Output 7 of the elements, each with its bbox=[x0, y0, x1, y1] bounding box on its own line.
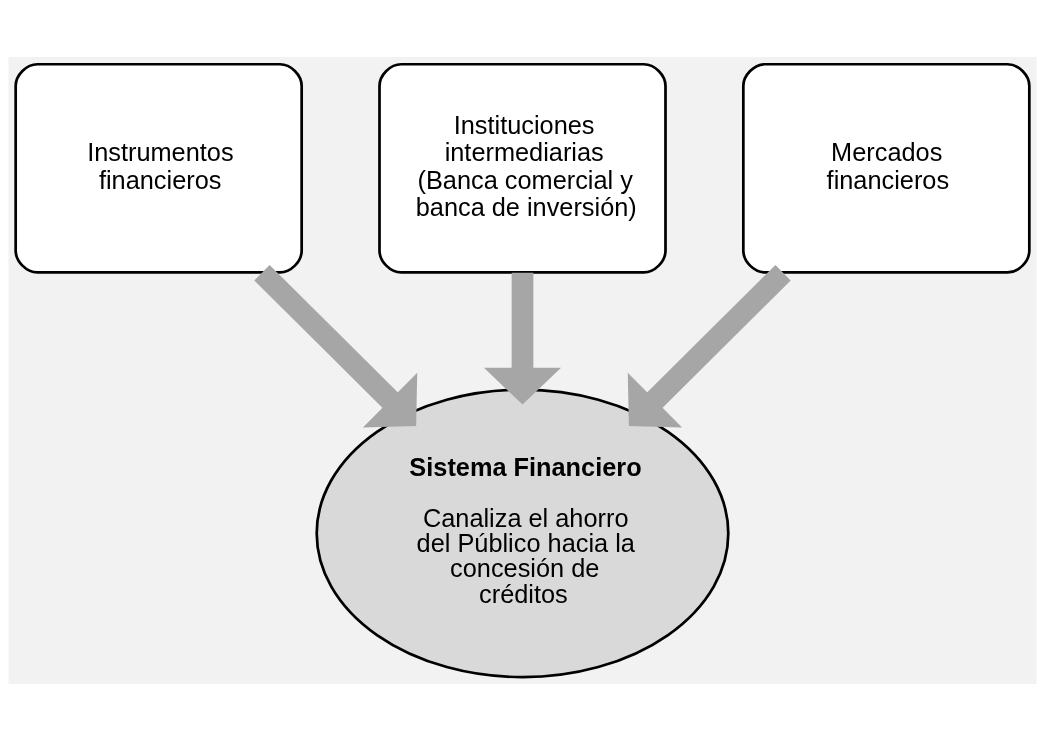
arrow bbox=[627, 264, 791, 427]
node-box: Instituciones intermediarias (Banca comercial y banca de inversión) bbox=[378, 62, 667, 274]
node-ellipse: Sistema Financiero Canaliza el ahorro del Público hacia la concesión de créditos bbox=[315, 387, 730, 678]
arrow bbox=[254, 264, 418, 427]
arrow bbox=[483, 272, 562, 405]
node-box: Instrumentos financieros bbox=[14, 62, 304, 274]
node-box: Mercados financieros bbox=[741, 62, 1031, 274]
